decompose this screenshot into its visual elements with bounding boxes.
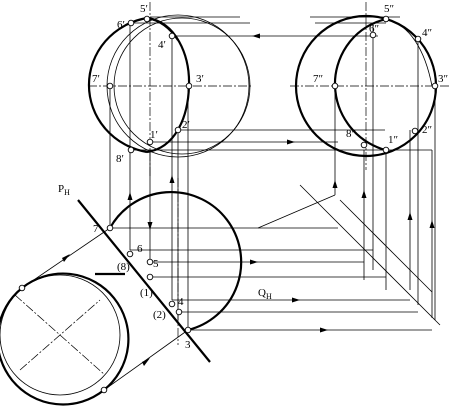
arrow-aux-upper bbox=[62, 254, 70, 262]
point-1-front bbox=[146, 138, 154, 146]
point-5-side bbox=[382, 15, 390, 23]
arrow-left-4 bbox=[252, 33, 260, 39]
point-4-side bbox=[414, 35, 422, 43]
arrow-up-4 bbox=[169, 175, 175, 183]
point-6-front bbox=[127, 19, 135, 27]
label-3-front: 3′ bbox=[196, 73, 204, 85]
label-3-side: 3″ bbox=[438, 73, 448, 85]
label-8-top: (8) bbox=[117, 261, 130, 273]
point-3-front bbox=[185, 82, 193, 90]
label-8-side: 8″ bbox=[346, 128, 356, 140]
front-sphere-outline-inner bbox=[113, 17, 251, 155]
point-aux-top bbox=[18, 284, 26, 292]
label-3-top: 3 bbox=[185, 339, 191, 351]
point-3-top bbox=[184, 326, 192, 334]
point-2-side bbox=[411, 127, 419, 135]
point-1-side bbox=[382, 146, 390, 154]
arrow-up-side-7 bbox=[332, 180, 338, 188]
label-5-side: 5″ bbox=[384, 3, 394, 15]
arrow-right-row5 bbox=[250, 259, 258, 265]
label-5-front: 5′ bbox=[140, 3, 148, 15]
label-1-top: (1) bbox=[140, 287, 153, 299]
label-5-top: 5 bbox=[153, 258, 159, 270]
transfer-45-a bbox=[299, 184, 441, 326]
point-6-top bbox=[126, 250, 134, 258]
point-7-top bbox=[106, 224, 114, 232]
label-2-top: (2) bbox=[153, 309, 166, 321]
point-2-top bbox=[175, 308, 183, 316]
label-2-front: 2′ bbox=[182, 119, 190, 131]
arrow-up-6 bbox=[127, 192, 133, 200]
arrow-up-side-3 bbox=[429, 220, 435, 228]
point-7-side bbox=[331, 82, 339, 90]
arrow-right-row3 bbox=[320, 327, 328, 333]
label-6-front: 6′ bbox=[117, 19, 125, 31]
arrow-right-1 bbox=[287, 139, 295, 145]
aux-circle-thick-b bbox=[21, 272, 130, 391]
arrow-right-row4 bbox=[292, 297, 300, 303]
point-8-front bbox=[127, 146, 135, 154]
point-4-top bbox=[168, 300, 176, 308]
label-7-front: 7′ bbox=[92, 73, 100, 85]
side-view: 5″ 6″ 4″ 7″ 3″ 8″ 1″ 2″ bbox=[290, 2, 450, 320]
transfer-row-7 bbox=[257, 194, 336, 229]
point-4-front bbox=[168, 32, 176, 40]
front-left-arc bbox=[87, 16, 148, 154]
label-1-front: 1′ bbox=[150, 129, 158, 141]
point-aux-bottom bbox=[100, 386, 108, 394]
label-7-top: 7 bbox=[93, 223, 99, 235]
label-ph: PH bbox=[58, 183, 70, 197]
transfer-45-b bbox=[339, 199, 433, 293]
label-6-side: 6″ bbox=[369, 23, 379, 35]
label-1-side: 1″ bbox=[388, 134, 398, 146]
label-4-side: 4″ bbox=[422, 27, 432, 39]
point-5-front bbox=[143, 15, 151, 23]
arrow-aux-lower bbox=[142, 358, 150, 366]
point-7-front bbox=[106, 82, 114, 90]
label-4-top: 4 bbox=[178, 296, 184, 308]
point-6-side bbox=[369, 31, 377, 39]
label-7-side: 7″ bbox=[313, 73, 323, 85]
label-6-top: 6 bbox=[137, 243, 143, 255]
arrow-up-side-8 bbox=[361, 190, 367, 198]
point-3-side bbox=[431, 82, 439, 90]
point-8-side bbox=[360, 141, 368, 149]
aux-circle-outline bbox=[0, 274, 121, 396]
aux-centerline-b bbox=[19, 299, 101, 371]
front-view: 5′ 6′ 4′ 7′ 3′ 2′ 1′ 8′ bbox=[87, 2, 432, 330]
side-section-right-upper bbox=[385, 18, 433, 87]
top-sphere-arc bbox=[109, 190, 243, 332]
label-2-side: 2″ bbox=[422, 124, 432, 136]
top-view: 7 6 (8) 5 (1) 4 (2) 3 PH QH bbox=[0, 178, 272, 406]
transfer-lines bbox=[110, 184, 441, 333]
arrow-up-side-2 bbox=[407, 212, 413, 220]
point-2-front bbox=[174, 126, 182, 134]
label-4-front: 4′ bbox=[158, 39, 166, 51]
label-8-front: 8′ bbox=[116, 153, 124, 165]
cutting-plane-ph bbox=[77, 199, 211, 363]
point-5-top bbox=[146, 258, 154, 266]
label-qh: QH bbox=[258, 287, 272, 301]
aux-circle-thick bbox=[0, 287, 105, 406]
point-1-top bbox=[146, 273, 154, 281]
arrow-down-5 bbox=[147, 222, 153, 230]
